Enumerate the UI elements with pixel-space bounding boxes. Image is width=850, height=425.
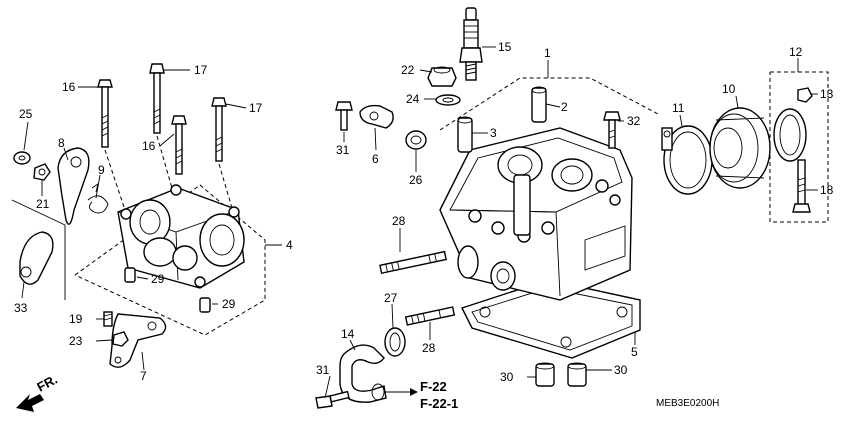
cylinder-head-group [439, 60, 661, 359]
callout-7: 7 [140, 369, 147, 383]
callout-numbers: 1 2 3 4 5 6 7 8 9 10 11 12 13 14 15 16 1… [14, 40, 834, 384]
bolt-17a [149, 63, 173, 189]
diagram-code: MEB3E0200H [656, 398, 719, 409]
top-parts [335, 7, 621, 153]
front-label: FR. [34, 372, 60, 395]
front-arrow: FR. [16, 372, 60, 412]
leader-lines [21, 46, 818, 399]
callout-31b: 31 [316, 363, 330, 377]
reference-f22-1: F-22-1 [420, 396, 458, 411]
callout-9: 9 [98, 163, 105, 177]
dowel-29a [124, 267, 136, 283]
callout-18: 18 [820, 183, 834, 197]
callout-3: 3 [490, 126, 497, 140]
callout-11: 11 [672, 101, 685, 115]
bolt-16b [171, 115, 187, 175]
left-small-parts [11, 147, 167, 368]
callout-13: 13 [820, 87, 834, 101]
callout-25: 25 [19, 107, 33, 121]
callout-30a: 30 [500, 370, 514, 384]
callout-29b: 29 [222, 297, 236, 311]
callout-30b: 30 [614, 363, 628, 377]
callout-17a: 17 [194, 63, 208, 77]
callout-4: 4 [286, 238, 293, 252]
callout-15: 15 [498, 40, 512, 54]
callout-28a: 28 [392, 214, 406, 228]
callout-21: 21 [36, 197, 50, 211]
reference-arrow: F-22 F-22-1 [385, 379, 458, 411]
callout-6: 6 [372, 152, 379, 166]
callout-14: 14 [341, 327, 355, 341]
callout-5: 5 [631, 345, 638, 359]
lower-parts [315, 250, 587, 409]
rocker-housing-group [74, 63, 282, 336]
callout-10: 10 [722, 82, 736, 96]
dowel-29b [199, 297, 211, 313]
callout-1: 1 [544, 46, 551, 60]
callout-17b: 17 [249, 101, 263, 115]
callout-19: 19 [69, 312, 83, 326]
callout-12: 12 [789, 45, 803, 59]
callout-29a: 29 [151, 272, 165, 286]
callout-33: 33 [14, 301, 28, 315]
intake-group [661, 58, 829, 223]
callout-8: 8 [58, 136, 65, 150]
bolt-17b [211, 97, 233, 209]
callout-31a: 31 [336, 143, 350, 157]
bolt-16a [97, 79, 126, 211]
callout-22: 22 [401, 63, 415, 77]
callout-24: 24 [406, 92, 420, 106]
callout-2: 2 [561, 100, 568, 114]
callout-26: 26 [409, 173, 423, 187]
callout-28b: 28 [422, 341, 436, 355]
callout-16a: 16 [62, 80, 76, 94]
callout-32: 32 [627, 114, 641, 128]
callout-23: 23 [69, 334, 83, 348]
callout-27: 27 [384, 291, 398, 305]
callout-16b: 16 [142, 139, 156, 153]
reference-f22: F-22 [420, 379, 447, 394]
